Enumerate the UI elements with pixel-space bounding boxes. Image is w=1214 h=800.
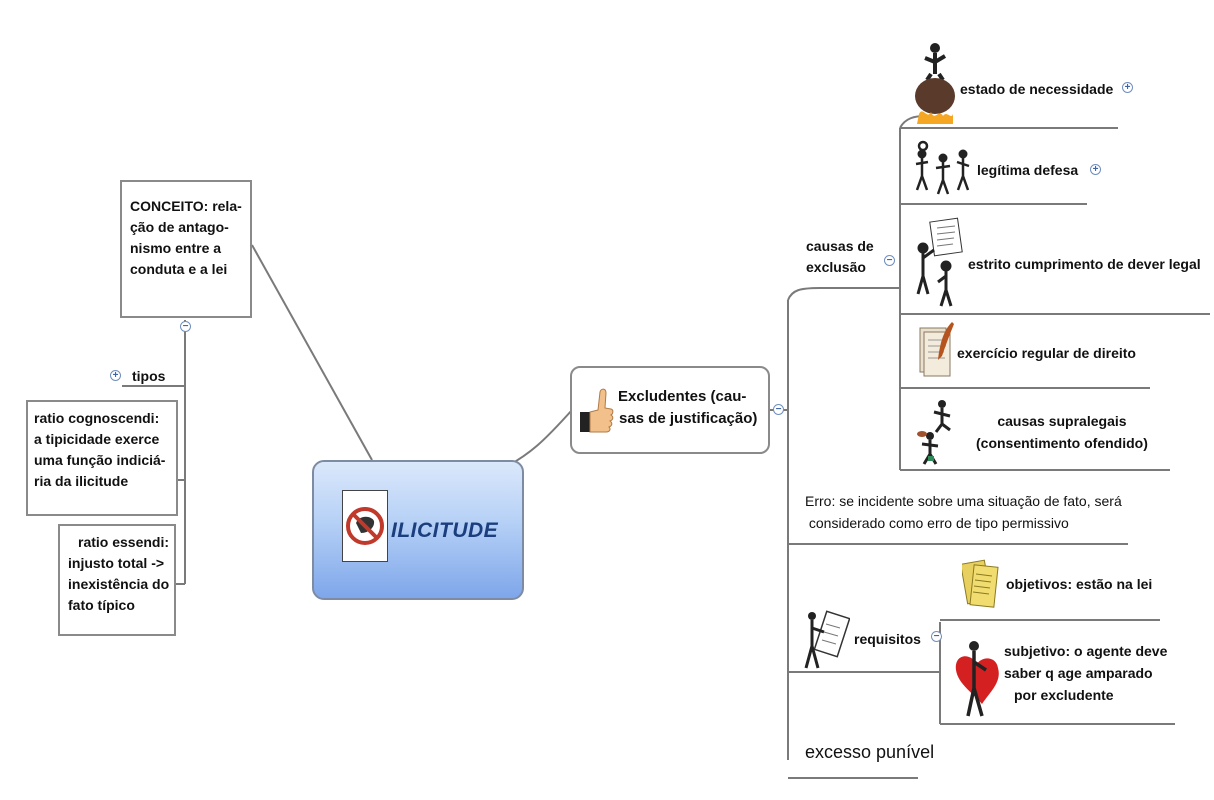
presentation-figures-icon	[910, 214, 964, 310]
ratio-cognoscendi-line-3: uma função indiciá-	[34, 452, 166, 468]
ratio-cognoscendi-node[interactable]: ratio cognoscendi: a tipicidade exerce u…	[26, 400, 178, 516]
objetivos-label[interactable]: objetivos: estão na lei	[1006, 576, 1153, 592]
collapse-toggle-requisitos[interactable]: −	[931, 631, 942, 642]
excludentes-text: Excludentes (cau-sas de justificação)	[618, 386, 757, 430]
conceito-line-1: CONCEITO: rela-	[130, 198, 242, 214]
ratio-essendi-line-1: ratio essendi:	[78, 534, 170, 550]
supralegais-line-1: causas supralegais	[997, 413, 1127, 429]
ratio-cognoscendi-line-4: ria da ilicitude	[34, 473, 129, 489]
heart-figure-icon	[952, 634, 1002, 731]
estrito-cumprimento-label[interactable]: estrito cumprimento de dever legal	[968, 256, 1201, 272]
supralegais-line-2: (consentimento ofendido)	[976, 435, 1148, 451]
erro-label[interactable]: Erro: se incidente sobre uma situação de…	[805, 490, 1122, 534]
supralegais-label[interactable]: causas supralegais (consentimento ofendi…	[976, 410, 1148, 454]
cauldron-figure-icon	[913, 40, 957, 131]
erro-line-2: considerado como erro de tipo permissivo	[805, 515, 1069, 531]
subjetivo-line-1: subjetivo: o agente deve	[1004, 643, 1168, 659]
estado-necessidade-label[interactable]: estado de necessidade	[960, 81, 1114, 97]
conceito-line-3: nismo entre a	[130, 240, 222, 256]
forbidden-icon	[342, 490, 388, 562]
collapse-toggle-causas[interactable]: −	[884, 255, 895, 266]
thumbs-up-icon	[578, 384, 614, 441]
excludentes-line-2: sas de justificação)	[619, 410, 758, 427]
subjetivo-label: subjetivo: o agente deve saber q age amp…	[1004, 640, 1167, 706]
ratio-cognoscendi-line-2: a tipicidade exerce	[34, 431, 160, 447]
subjetivo-line-2: saber q age amparado	[1004, 665, 1153, 681]
tipos-label[interactable]: tipos	[132, 368, 166, 384]
legitima-defesa-label[interactable]: legítima defesa	[977, 162, 1079, 178]
causas-exclusao-line-2: exclusão	[806, 259, 866, 275]
erro-line-1: Erro: se incidente sobre uma situação de…	[805, 493, 1122, 509]
subjetivo-line-3: por excludente	[1014, 687, 1114, 703]
excludentes-line-1: Excludentes (cau-	[618, 388, 747, 405]
excesso-punivel-label[interactable]: excesso punível	[805, 742, 935, 762]
exercicio-regular-label[interactable]: exercício regular de direito	[957, 345, 1136, 361]
causas-exclusao-line-1: causas de	[806, 238, 874, 254]
clipboard-figure-icon	[800, 606, 851, 677]
conceito-node[interactable]: CONCEITO: rela- ção de antago- nismo ent…	[120, 180, 252, 318]
ratio-essendi-line-3: inexistência do	[68, 576, 170, 592]
central-topic-title: ILICITUDE	[391, 519, 499, 542]
collapse-toggle-conceito[interactable]: −	[180, 321, 191, 332]
ratio-essendi-node[interactable]: ratio essendi: injusto total -> inexistê…	[58, 524, 176, 636]
causas-exclusao-label[interactable]: causas de exclusão	[806, 236, 874, 278]
expand-toggle-tipos[interactable]: +	[110, 370, 121, 381]
ratio-essendi-line-4: fato típico	[68, 597, 135, 613]
collapse-toggle-excludentes[interactable]: −	[773, 404, 784, 415]
expand-toggle-legitima-defesa[interactable]: +	[1090, 164, 1101, 175]
ratio-cognoscendi-line-1: ratio cognoscendi:	[34, 410, 160, 426]
conceito-line-2: ção de antago-	[130, 219, 229, 235]
scroll-quill-icon	[914, 320, 956, 387]
requisitos-label[interactable]: requisitos	[854, 631, 921, 647]
expand-toggle-estado-necessidade[interactable]: +	[1122, 82, 1133, 93]
conceito-line-4: conduta e a lei	[130, 261, 228, 277]
connector-conceito	[251, 244, 373, 461]
documents-icon	[960, 556, 1002, 619]
fighting-figures-icon	[913, 140, 973, 205]
acrobat-figures-icon	[912, 396, 962, 471]
ratio-essendi-line-2: injusto total ->	[68, 555, 165, 571]
